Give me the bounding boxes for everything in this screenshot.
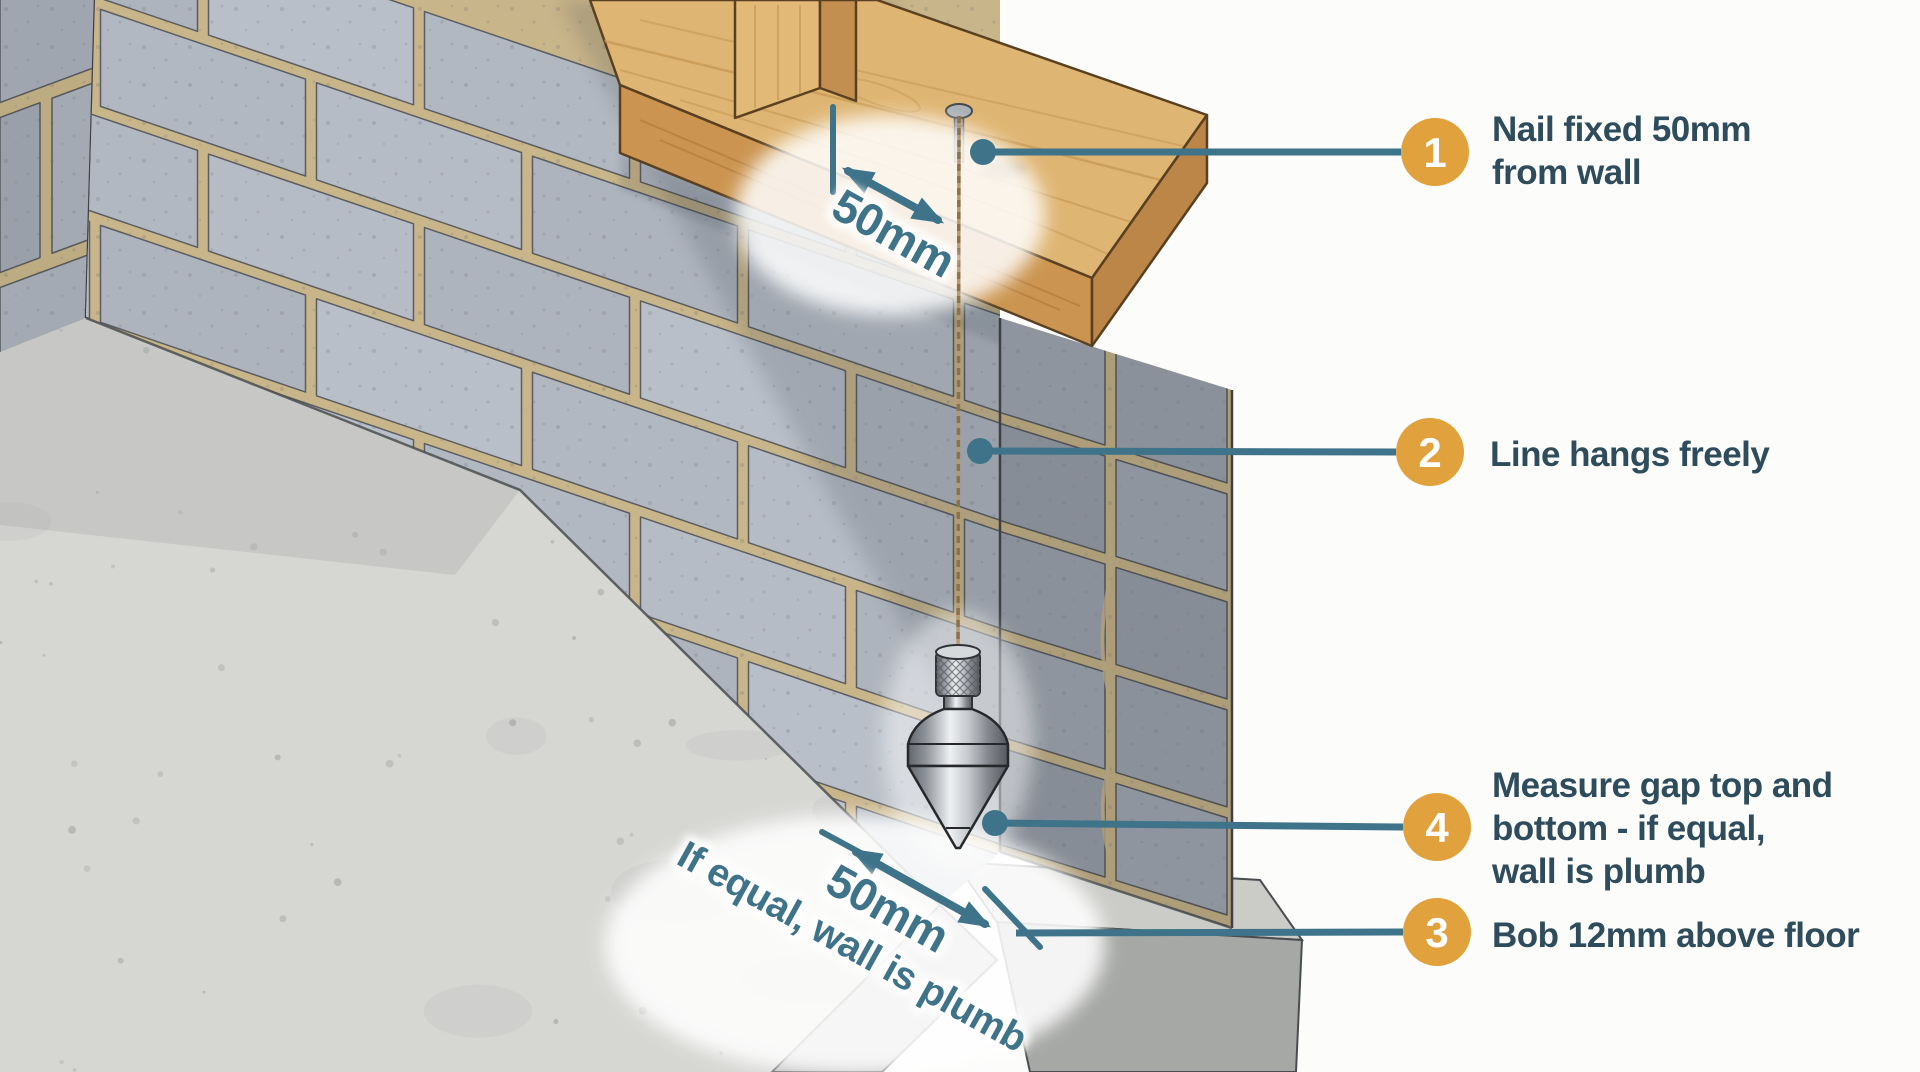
leader-line-3 [1015,928,1404,937]
leader-dot-1 [970,139,996,165]
callout-1-line-1: Nail fixed 50mm [1492,110,1751,149]
callout-1: 1 Nail fixed 50mm from wall [1401,110,1760,192]
knurled-cap [936,652,980,696]
callout-4-line-1: Measure gap top and [1492,766,1833,805]
callout-1-line-2: from wall [1492,153,1641,192]
callout-2-label: Line hangs freely [1490,435,1770,474]
badge-2-number: 2 [1418,429,1441,476]
leader-line-2 [979,447,1397,456]
badge-3-number: 3 [1425,909,1448,956]
badge-1 [1401,118,1469,186]
badge-4 [1403,793,1471,861]
wall-floor-junction [85,316,941,906]
leader-dots [967,139,1008,836]
badge-3 [1403,898,1471,966]
badge-4-number: 4 [1425,804,1449,851]
callout-2-line-1: Line hangs freely [1490,435,1770,474]
leader-dot-2 [967,438,993,464]
bob-cone [906,764,1010,850]
leader-dot-4 [982,810,1008,836]
callout-3-line-1: Bob 12mm above floor [1492,916,1860,955]
callout-3-label: Bob 12mm above floor [1492,916,1860,955]
leader-lines [979,148,1404,937]
callout-3: 3 Bob 12mm above floor [1403,898,1861,966]
dimension-arrow-bottom [849,848,992,928]
callout-2: 2 Line hangs freely [1396,418,1771,486]
mortar-crack [1100,519,1114,856]
plumb-line-string [956,115,961,655]
plank-end-grain [1090,113,1209,348]
callout-4-line-2: bottom - if equal, [1492,809,1765,848]
plumb-bob [906,644,1010,850]
leader-line-4 [994,819,1404,831]
timber-stud [733,0,858,120]
nail-head [945,103,973,119]
dimension-arrow-top [841,167,945,224]
witness-line-plumb-point [982,886,1043,950]
callout-1-label: Nail fixed 50mm from wall [1492,110,1760,192]
callout-4: 4 Measure gap top and bottom - if equal,… [1403,766,1842,891]
badge-2 [1396,418,1464,486]
callout-4-label: Measure gap top and bottom - if equal, w… [1491,766,1842,891]
badge-1-number: 1 [1423,129,1446,176]
callout-4-line-3: wall is plumb [1491,852,1705,891]
